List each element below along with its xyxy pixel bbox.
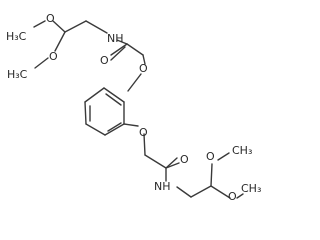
- atom-label: NH: [154, 180, 171, 193]
- chemical-structure: O H₃C O H₃C NH O O O O NH O CH₃ O CH₃: [6, 12, 261, 203]
- atom-label: O: [46, 12, 55, 25]
- bond: [123, 123, 139, 127]
- bond: [105, 93, 122, 106]
- bond: [107, 122, 122, 132]
- bond: [84, 87, 105, 103]
- bond: [127, 73, 142, 92]
- bond: [85, 123, 106, 136]
- bond: [144, 154, 167, 169]
- bond-group: [33, 20, 244, 199]
- bond: [142, 54, 146, 65]
- atom-label: O: [206, 150, 215, 163]
- bond: [217, 152, 230, 161]
- bond: [34, 57, 49, 69]
- bond: [143, 133, 146, 156]
- atom-labels: O H₃C O H₃C NH O O O O NH O CH₃ O CH₃: [6, 12, 261, 203]
- bond: [33, 20, 46, 28]
- bond: [110, 46, 126, 61]
- atom-label: CH₃: [241, 182, 261, 195]
- atom-label: NH: [107, 32, 124, 45]
- bond: [103, 87, 125, 103]
- bond: [176, 186, 192, 198]
- bond: [126, 43, 144, 56]
- bond: [165, 162, 180, 169]
- bond: [190, 185, 212, 198]
- bond: [116, 39, 128, 45]
- atom-label: O: [100, 54, 109, 67]
- bond: [210, 185, 231, 199]
- bond: [52, 20, 66, 33]
- atom-label: O: [228, 190, 237, 203]
- atom-label: O: [139, 62, 148, 75]
- bond: [85, 20, 108, 34]
- bond: [84, 101, 87, 125]
- bond: [104, 123, 125, 136]
- bond: [110, 43, 128, 56]
- atom-label: O: [49, 50, 58, 63]
- atom-label: H₃C: [6, 30, 27, 43]
- atom-label: H₃C: [7, 68, 28, 81]
- bond: [165, 157, 178, 169]
- bond: [54, 31, 66, 52]
- bond: [236, 193, 244, 199]
- atom-label: CH₃: [232, 144, 252, 157]
- bond: [64, 20, 87, 33]
- atom-label: O: [139, 126, 148, 139]
- atom-label: O: [180, 153, 189, 166]
- bond: [210, 163, 213, 187]
